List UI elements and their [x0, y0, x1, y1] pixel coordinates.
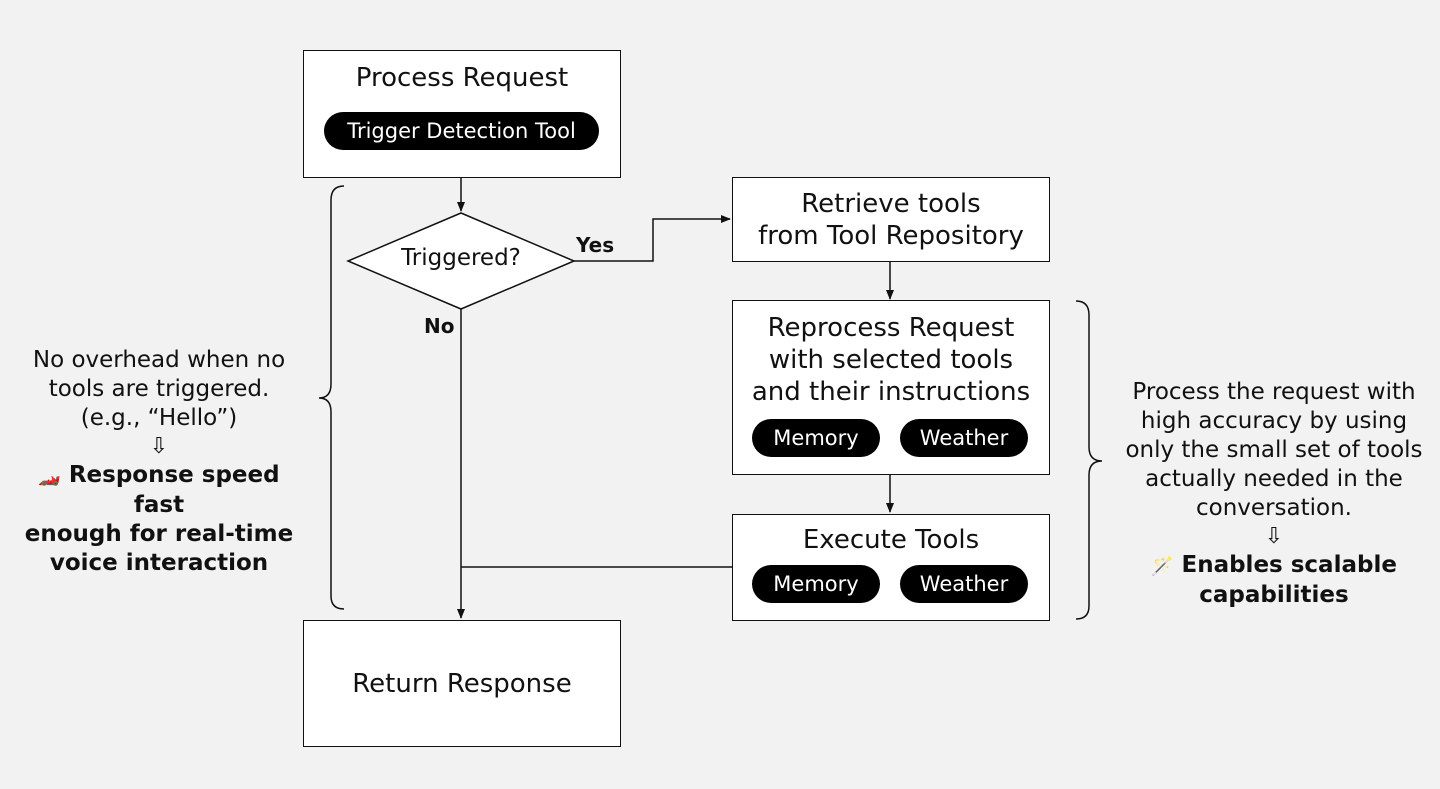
- left-note-line3: (e.g., “Hello”): [80, 405, 238, 431]
- left-note: No overhead when no tools are triggered.…: [10, 346, 308, 578]
- down-arrow-icon: ⇩: [149, 434, 169, 459]
- right-note-line4: actually needed in the: [1145, 466, 1403, 492]
- return-response-box: Return Response: [303, 620, 621, 747]
- trigger-detection-tool-pill: Trigger Detection Tool: [324, 112, 599, 150]
- left-note-bold2: enough for real-time: [24, 521, 294, 547]
- reprocess-line1: Reprocess Request: [767, 313, 1015, 343]
- execute-memory-pill: Memory: [752, 565, 880, 603]
- no-label: No: [424, 314, 455, 338]
- left-note-line2: tools are triggered.: [48, 376, 270, 402]
- retrieve-tools-box: Retrieve tools from Tool Repository: [732, 177, 1050, 262]
- right-note-line5: conversation.: [1196, 495, 1352, 521]
- left-note-bold1: Response speed fast: [68, 462, 280, 518]
- reprocess-weather-pill: Weather: [900, 419, 1028, 457]
- yes-label: Yes: [576, 233, 615, 257]
- process-request-title: Process Request: [355, 63, 569, 93]
- reprocess-request-box: Reprocess Request with selected tools an…: [732, 300, 1050, 475]
- reprocess-line2: with selected tools: [768, 345, 1014, 375]
- reprocess-memory-pill: Memory: [752, 419, 880, 457]
- execute-tools-title: Execute Tools: [802, 525, 980, 555]
- right-brace: [1075, 300, 1103, 620]
- down-arrow-icon: ⇩: [1264, 524, 1284, 549]
- race-car-icon: 🏎️: [38, 466, 61, 487]
- left-note-bold3: voice interaction: [49, 550, 269, 576]
- retrieve-tools-line2: from Tool Repository: [758, 220, 1024, 251]
- left-note-line1: No overhead when no: [32, 347, 286, 373]
- magic-wand-icon: 🪄: [1151, 556, 1174, 577]
- reprocess-line3: and their instructions: [751, 377, 1031, 407]
- right-note: Process the request with high accuracy b…: [1116, 378, 1432, 610]
- decision-label: Triggered?: [401, 245, 521, 271]
- right-note-line2: high accuracy by using: [1140, 408, 1408, 434]
- return-response-title: Return Response: [352, 668, 572, 699]
- left-brace: [318, 185, 345, 610]
- right-note-bold1: Enables scalable: [1181, 552, 1397, 578]
- execute-weather-pill: Weather: [900, 565, 1028, 603]
- right-note-bold2: capabilities: [1199, 582, 1349, 608]
- arrow-yes-to-retrieve: [574, 215, 731, 262]
- retrieve-tools-line1: Retrieve tools: [801, 188, 981, 219]
- right-note-line3: only the small set of tools: [1125, 437, 1423, 463]
- right-note-line1: Process the request with: [1132, 379, 1416, 405]
